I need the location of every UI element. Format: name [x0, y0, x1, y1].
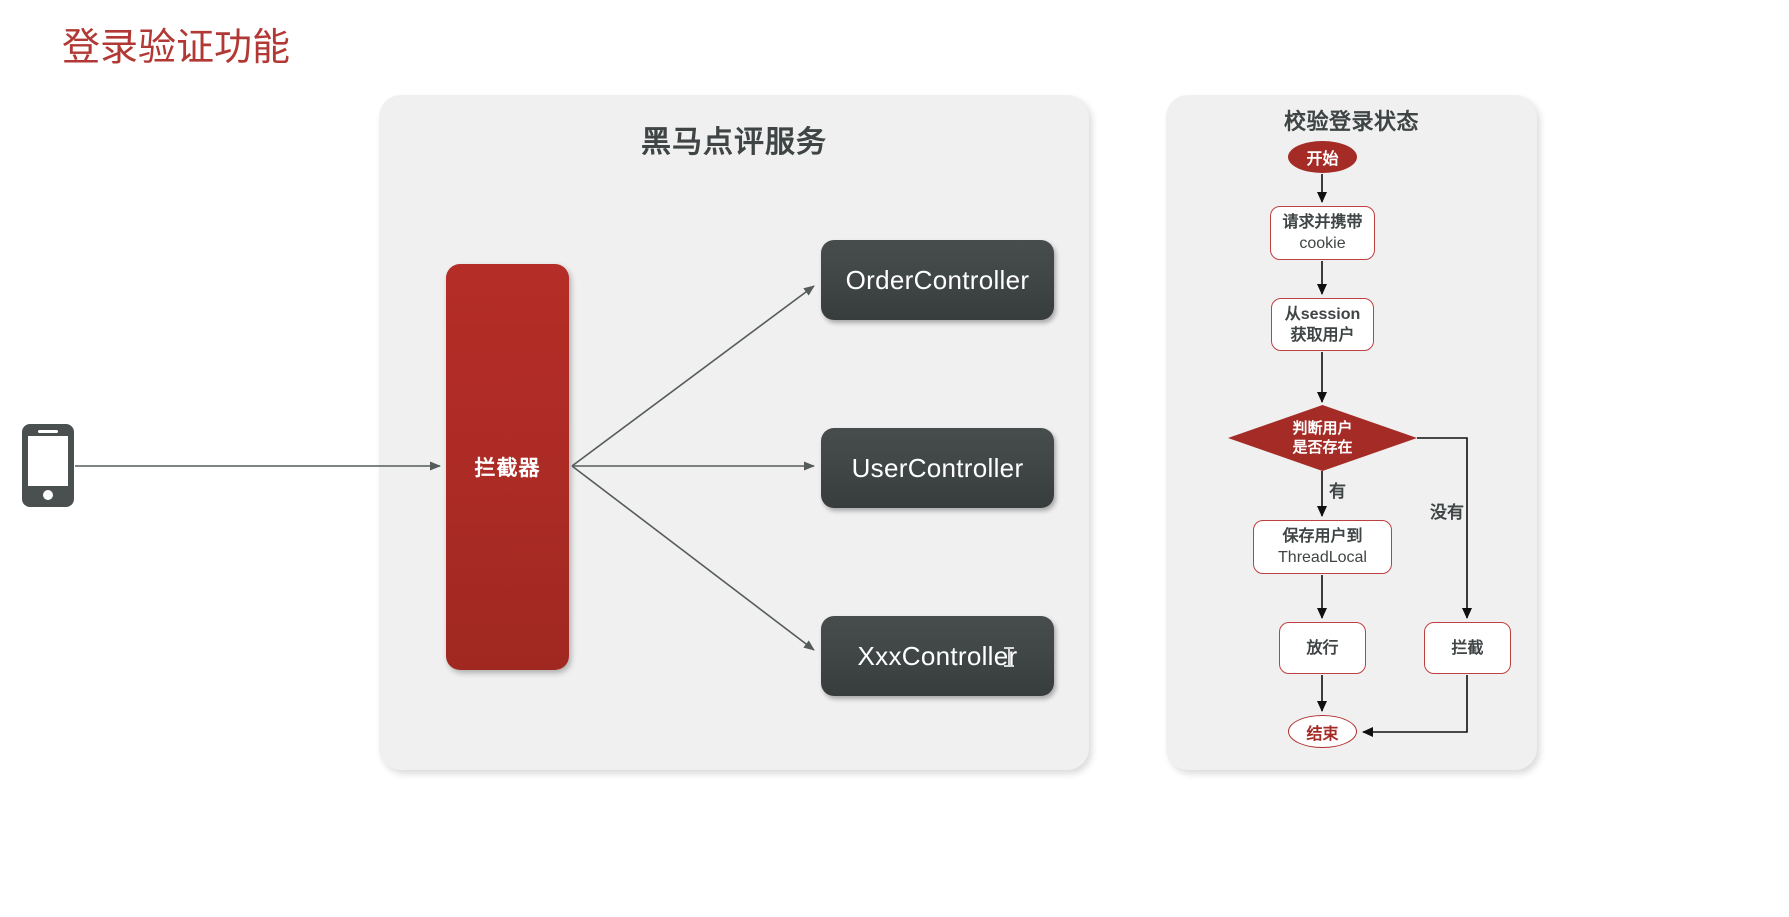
flow-node-request-line1: 请求并携带 — [1282, 214, 1363, 231]
text-cursor-icon — [1004, 647, 1015, 667]
edge-label-no: 没有 — [1430, 503, 1464, 522]
flow-node-request-line2: cookie — [1299, 235, 1346, 252]
edge-label-yes: 有 — [1329, 482, 1346, 501]
flow-node-end-label: 结束 — [1306, 725, 1339, 743]
page-title: 登录验证功能 — [62, 27, 291, 69]
flow-node-block-label: 拦截 — [1451, 639, 1484, 657]
user-controller-label: UserController — [851, 452, 1024, 483]
phone-screen — [28, 436, 68, 486]
flow-node-decision-line1: 判断用户 — [1292, 420, 1353, 437]
flow-node-session-line2: 获取用户 — [1290, 326, 1355, 344]
phone-home-button — [43, 490, 53, 500]
flow-panel-title: 校验登录状态 — [1283, 109, 1419, 134]
order-controller-box[interactable]: OrderController — [821, 240, 1054, 320]
mobile-phone-icon — [22, 424, 74, 507]
interceptor-label: 拦截器 — [474, 457, 541, 480]
xxx-controller-box[interactable]: XxxController — [821, 616, 1054, 696]
flow-node-start-label: 开始 — [1306, 151, 1339, 168]
interceptor-box[interactable]: 拦截器 — [446, 264, 569, 670]
flow-node-request[interactable]: 请求并携带 cookie — [1270, 206, 1375, 260]
flow-node-decision-line2: 是否存在 — [1292, 439, 1353, 456]
phone-speaker — [38, 430, 58, 433]
flow-node-session[interactable]: 从session 获取用户 — [1271, 298, 1374, 351]
service-panel-title: 黑马点评服务 — [641, 126, 827, 159]
user-controller-box[interactable]: UserController — [821, 428, 1054, 508]
flow-node-pass[interactable]: 放行 — [1279, 622, 1366, 674]
xxx-controller-label: XxxController — [857, 640, 1018, 671]
flow-node-start[interactable]: 开始 — [1288, 141, 1357, 173]
flow-node-end[interactable]: 结束 — [1288, 715, 1357, 748]
flow-node-session-line1: 从session — [1284, 305, 1361, 323]
order-controller-label: OrderController — [845, 264, 1030, 295]
flow-node-pass-label: 放行 — [1306, 639, 1339, 657]
flow-node-decision[interactable]: 判断用户 是否存在 — [1228, 405, 1417, 471]
flow-node-save-threadlocal[interactable]: 保存用户到 ThreadLocal — [1253, 520, 1392, 574]
flow-node-save-line2: ThreadLocal — [1278, 549, 1367, 566]
flow-node-block[interactable]: 拦截 — [1424, 622, 1511, 674]
flow-node-save-line1: 保存用户到 — [1282, 528, 1363, 545]
